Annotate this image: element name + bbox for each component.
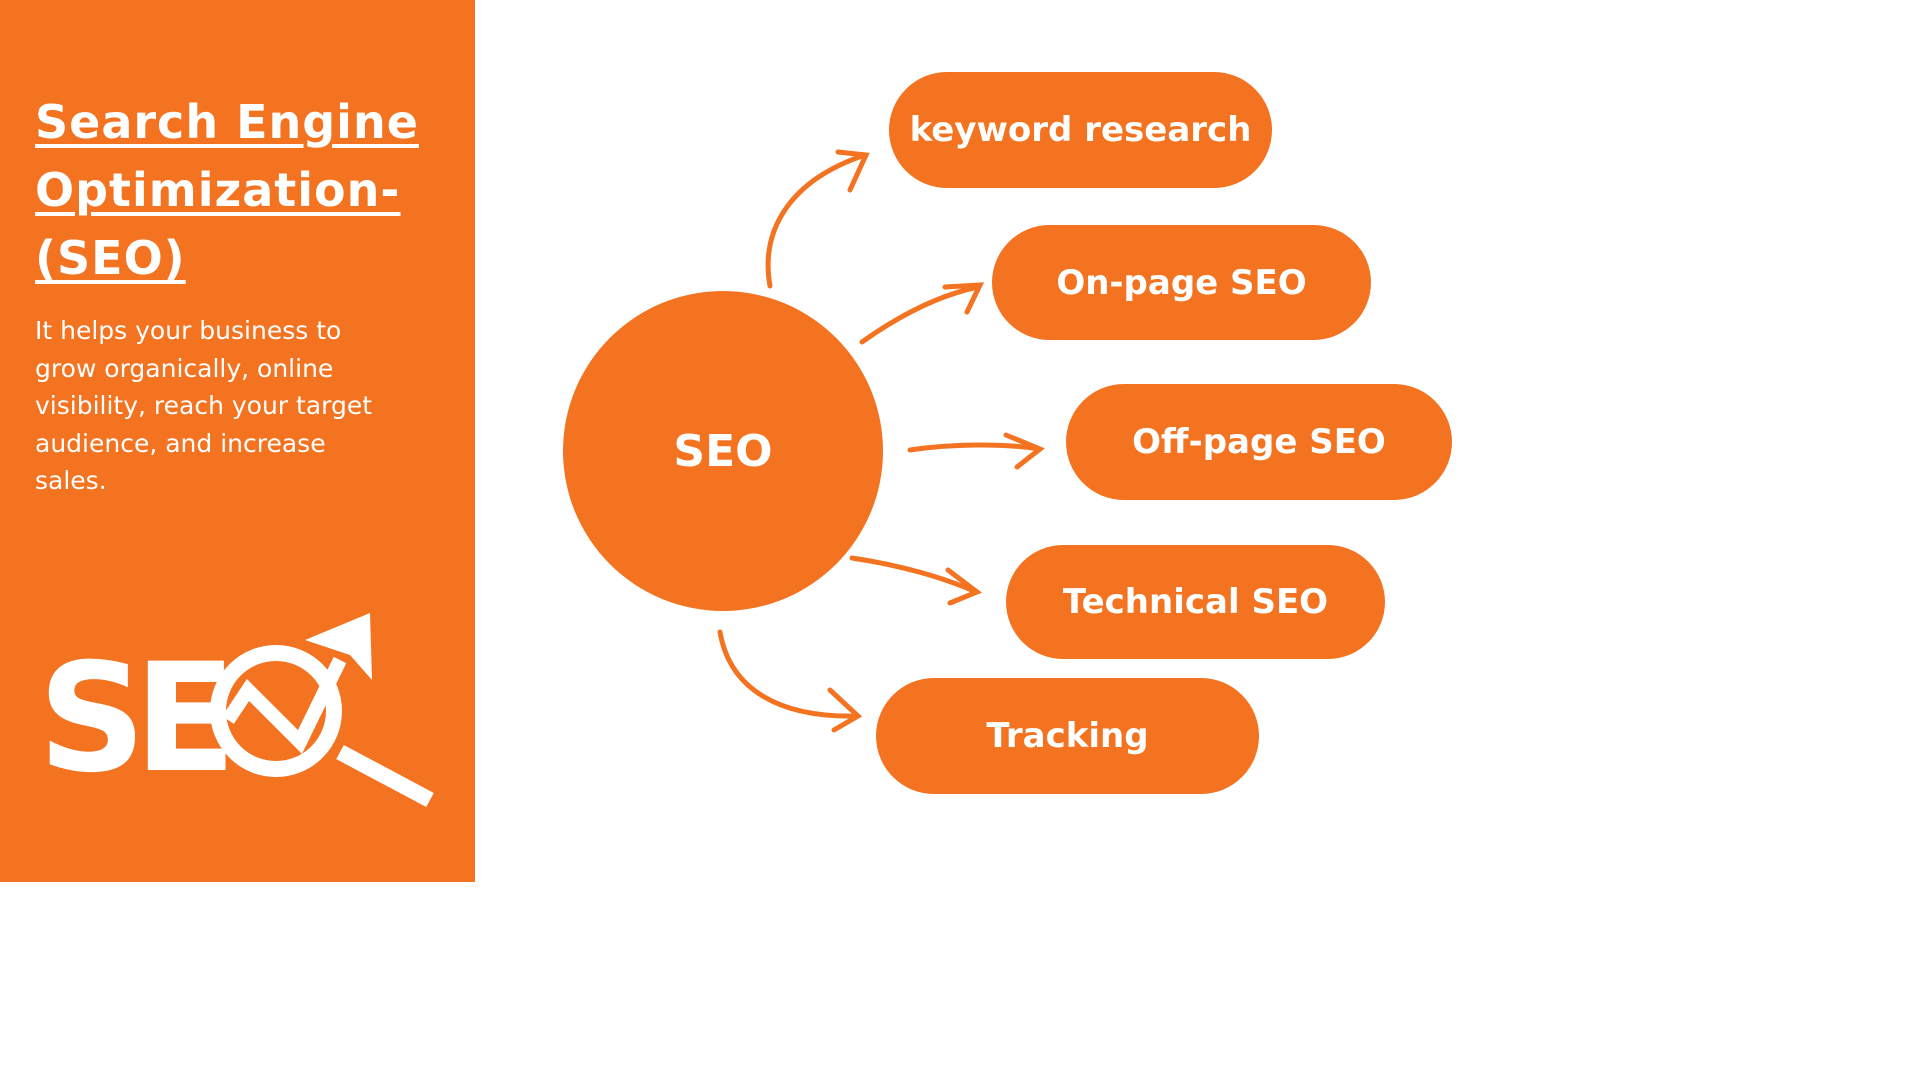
svg-text:SE: SE [38, 632, 226, 806]
node-technical-seo: Technical SEO [1006, 545, 1385, 659]
node-keyword-research: keyword research [889, 72, 1272, 188]
seo-center-node: SEO [563, 291, 883, 611]
description: It helps your business to grow organical… [35, 316, 373, 495]
arrow-technical [849, 555, 983, 606]
node-tracking: Tracking [876, 678, 1259, 794]
seo-logo-icon: SE [38, 613, 434, 808]
arrow-onpage [859, 282, 985, 345]
node-on-page-seo: On-page SEO [992, 225, 1371, 340]
arrows [717, 149, 1045, 733]
node-off-page-seo: Off-page SEO [1066, 384, 1452, 500]
page-title: Search Engine Optimization-(SEO) [35, 95, 419, 285]
sidebar-panel: Search Engine Optimization-(SEO) It help… [0, 0, 475, 882]
arrow-offpage [907, 432, 1045, 470]
arrow-tracking [717, 629, 863, 733]
arrow-keyword [765, 149, 870, 289]
